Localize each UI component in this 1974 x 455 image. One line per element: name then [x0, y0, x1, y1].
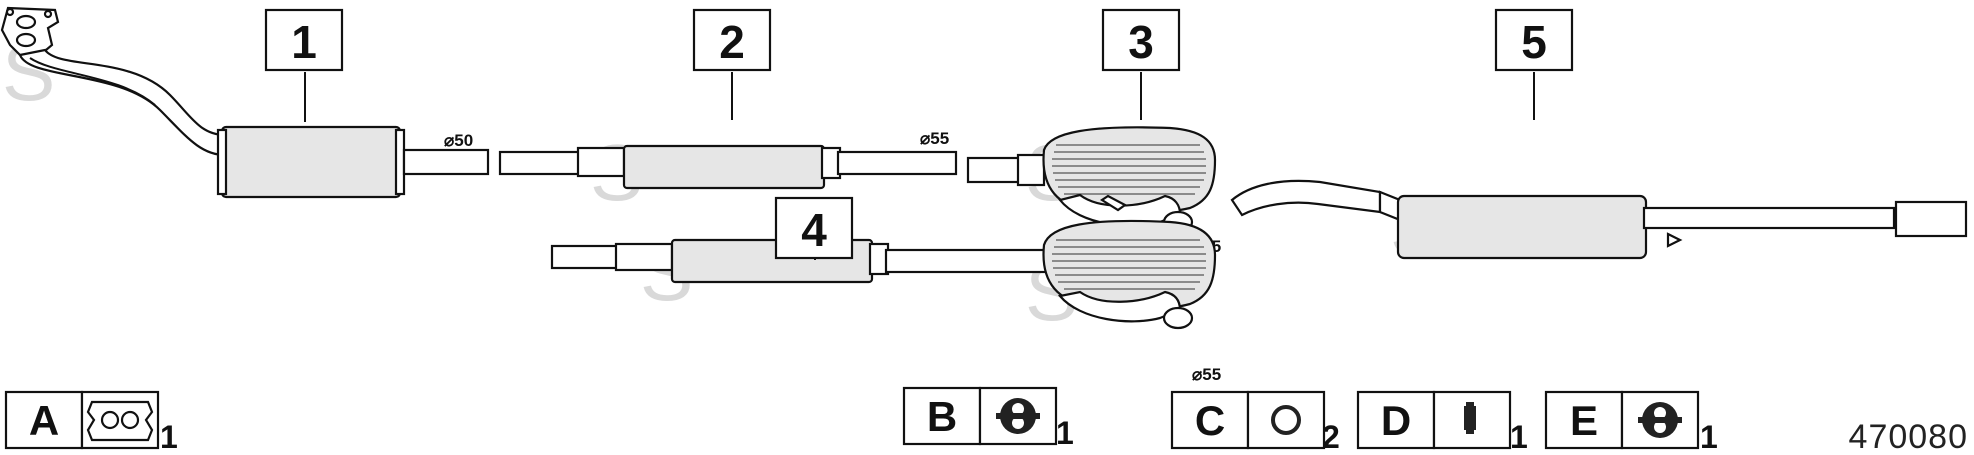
part-3-label-box [1101, 8, 1181, 72]
accessory-c[interactable]: C 2 [1170, 390, 1340, 455]
part-4-pipe-with-silencer[interactable]: 4 ⌀55 [550, 196, 1221, 384]
accessory-a-quantity: 1 [160, 419, 178, 455]
part-4-diameter: ⌀55 [1192, 365, 1221, 384]
accessory-a-letter: A [29, 397, 59, 444]
accessory-d-letter: D [1381, 397, 1411, 444]
rubber-mount-icon [1464, 402, 1476, 434]
part-3-number: 3 [1128, 16, 1154, 68]
accessory-d-quantity: 1 [1510, 419, 1528, 455]
rubber-hanger-icon [996, 398, 1040, 434]
part-2-diameter: ⌀55 [920, 129, 949, 148]
part-5-number: 5 [1521, 16, 1547, 68]
part-2-middle-pipe[interactable]: 2 ⌀55 [498, 8, 958, 190]
accessory-c-letter: C [1195, 397, 1225, 444]
part-5-label-box [1494, 8, 1574, 72]
part-1-number: 1 [291, 16, 317, 68]
accessory-e[interactable]: E 1 [1544, 390, 1718, 455]
reference-code: 470080 [1849, 418, 1968, 455]
accessory-d[interactable]: D 1 [1356, 390, 1528, 455]
accessory-c-quantity: 2 [1322, 419, 1340, 455]
accessory-b[interactable]: B 1 [902, 386, 1074, 451]
part-1-label-box [264, 8, 344, 72]
part-3-rear-silencer[interactable]: 3 ⌀55 [966, 8, 1221, 256]
part-1-front-pipe[interactable]: 1 ⌀50 [0, 6, 490, 199]
gasket-flange-icon [86, 400, 154, 442]
part-2-label-box [692, 8, 772, 72]
ring-icon [1271, 405, 1301, 435]
part-4-number: 4 [801, 204, 827, 256]
accessory-b-quantity: 1 [1056, 415, 1074, 451]
rubber-hanger-icon [1638, 402, 1682, 438]
part-2-number: 2 [719, 16, 745, 68]
accessory-e-letter: E [1570, 397, 1598, 444]
part-4-label-box [774, 196, 854, 260]
accessory-e-quantity: 1 [1700, 419, 1718, 455]
part-1-diameter: ⌀50 [444, 131, 473, 150]
part-5-tail-silencer[interactable]: 5 [1230, 8, 1968, 260]
accessory-a[interactable]: A 1 [4, 390, 178, 455]
accessory-b-letter: B [927, 393, 957, 440]
